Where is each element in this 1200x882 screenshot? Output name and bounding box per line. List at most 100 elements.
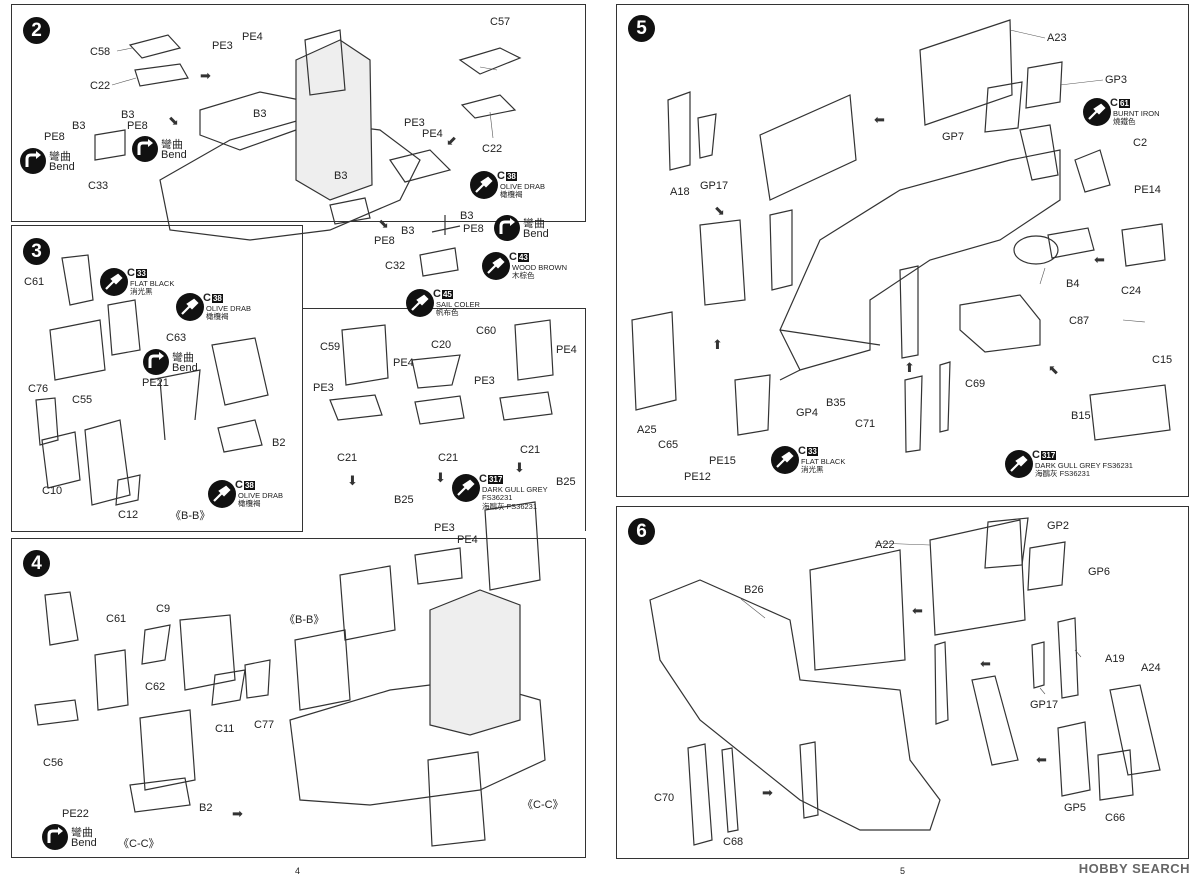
part-label-c65: C65 (658, 439, 679, 451)
part-label-b2: B2 (272, 437, 286, 449)
assembly-arrow-icon: ⬅ (874, 112, 885, 127)
part-label-a24: A24 (1141, 662, 1161, 674)
assembly-arrow-icon: ⬊ (714, 203, 725, 218)
part-label-c57: C57 (490, 16, 511, 28)
part-label-pe12: PE12 (684, 471, 711, 483)
step-5-number: 5 (628, 15, 655, 42)
paint-code: C (1110, 97, 1118, 109)
paint-code: C (479, 473, 487, 485)
part-label-c11: C11 (215, 723, 235, 735)
paint-number: 43 (517, 253, 529, 262)
paint-brush-icon (452, 474, 480, 502)
part-label-c70: C70 (654, 792, 675, 804)
part-label-a25: A25 (637, 424, 657, 436)
part-label-c66: C66 (1105, 812, 1126, 824)
part-label-c58: C58 (90, 46, 111, 58)
part-label-b3: B3 (334, 170, 348, 182)
assembly-arrow-icon: ⬅ (980, 656, 991, 671)
bend-text-cn: 彎曲 (49, 151, 71, 163)
part-label-c10: C10 (42, 485, 63, 497)
paint-number: 317 (1040, 451, 1057, 460)
part-label-pe4: PE4 (422, 128, 443, 140)
part-label-c61: C61 (24, 276, 45, 288)
step-3b-panel (303, 308, 586, 531)
paint-code: C (509, 251, 517, 263)
part-label-pe8: PE8 (44, 131, 65, 143)
assembly-arrow-icon: ⬆ (904, 360, 915, 375)
bend-text-cn: 彎曲 (172, 352, 194, 364)
paint-name-cn: 橄欖褐 (500, 190, 523, 199)
part-label-c62: C62 (145, 681, 166, 693)
part-label-b3: B3 (460, 210, 474, 222)
bend-text-cn: 彎曲 (161, 139, 183, 151)
paint-code: C (433, 288, 441, 300)
bend-text-en: Bend (161, 149, 187, 161)
part-label-c24: C24 (1121, 285, 1142, 297)
paint-number: 317 (487, 475, 504, 484)
part-label-pe8: PE8 (127, 120, 148, 132)
bend-arrow-icon (42, 824, 68, 850)
part-label-c12: C12 (118, 509, 139, 521)
paint-code: C (203, 292, 211, 304)
paint-code: C (127, 267, 135, 279)
paint-name-en: FLAT BLACK (130, 279, 175, 288)
part-label-c77: C77 (254, 719, 275, 731)
paint-brush-icon (208, 480, 236, 508)
paint-number: 38 (211, 294, 223, 303)
part-label-c59: C59 (320, 341, 341, 353)
part-label-b2: B2 (199, 802, 213, 814)
part-label-gp4: GP4 (796, 407, 819, 419)
part-label-a18: A18 (670, 186, 690, 198)
part-label-b3: B3 (72, 120, 86, 132)
page-number-left: 4 (295, 866, 301, 876)
part-label-c76: C76 (28, 383, 49, 395)
assembly-arrow-icon: ⬅ (1094, 252, 1105, 267)
paint-number: 33 (806, 447, 818, 456)
part-label-pe22: PE22 (62, 808, 89, 820)
watermark: HOBBY SEARCH (1078, 861, 1190, 876)
step-6-panel (616, 506, 1189, 859)
part-label-c22: C22 (90, 80, 111, 92)
paint-code: C (1032, 449, 1040, 461)
paint-code: C (235, 479, 243, 491)
bend-text-cn: 彎曲 (71, 827, 93, 839)
part-label-b15: B15 (1071, 410, 1091, 422)
part-label-c56: C56 (43, 757, 64, 769)
part-label-c9: C9 (156, 603, 171, 615)
section-label-bb: 《B-B》 (284, 614, 325, 626)
assembly-arrow-icon: ⬊ (378, 216, 389, 231)
part-label-pe14: PE14 (1134, 184, 1161, 196)
paint-name-en: OLIVE DRAB (238, 491, 284, 500)
bend-arrow-icon (20, 148, 46, 174)
paint-name-cn: 橄欖褐 (206, 312, 229, 321)
part-label-b25: B25 (556, 476, 576, 488)
assembly-arrow-icon: ➡ (232, 806, 243, 821)
paint-name-cn: 木棕色 (512, 271, 535, 280)
part-label-gp17: GP17 (1030, 699, 1059, 711)
assembly-arrow-icon: ⬉ (1048, 362, 1059, 377)
part-label-c87: C87 (1069, 315, 1090, 327)
paint-number: 33 (135, 269, 147, 278)
paint-code: C (497, 170, 505, 182)
part-label-pe4: PE4 (242, 31, 263, 43)
paint-code: C (798, 445, 806, 457)
part-label-c33: C33 (88, 180, 109, 192)
paint-name-en: FLAT BLACK (801, 457, 846, 466)
bend-arrow-icon (132, 136, 158, 162)
paint-name-cn: 帆布色 (436, 308, 459, 317)
assembly-arrow-icon: ⬅ (1036, 752, 1047, 767)
part-label-b3: B3 (121, 109, 135, 121)
part-label-c21: C21 (337, 452, 358, 464)
part-label-c60: C60 (476, 325, 497, 337)
paint-brush-icon (406, 289, 434, 317)
part-label-b25: B25 (394, 494, 414, 506)
paint-name-cn: 燒鐵色 (1113, 117, 1136, 126)
paint-brush-icon (1083, 98, 1111, 126)
part-label-b35: B35 (826, 397, 846, 409)
bend-arrow-icon (494, 215, 520, 241)
paint-name-cn: 海鷗灰 FS36231 (482, 502, 538, 511)
step-6-number: 6 (628, 518, 655, 545)
bend-text-en: Bend (523, 228, 549, 240)
assembly-arrow-icon: ⬇ (347, 473, 358, 488)
bend-text-cn: 彎曲 (523, 218, 545, 230)
